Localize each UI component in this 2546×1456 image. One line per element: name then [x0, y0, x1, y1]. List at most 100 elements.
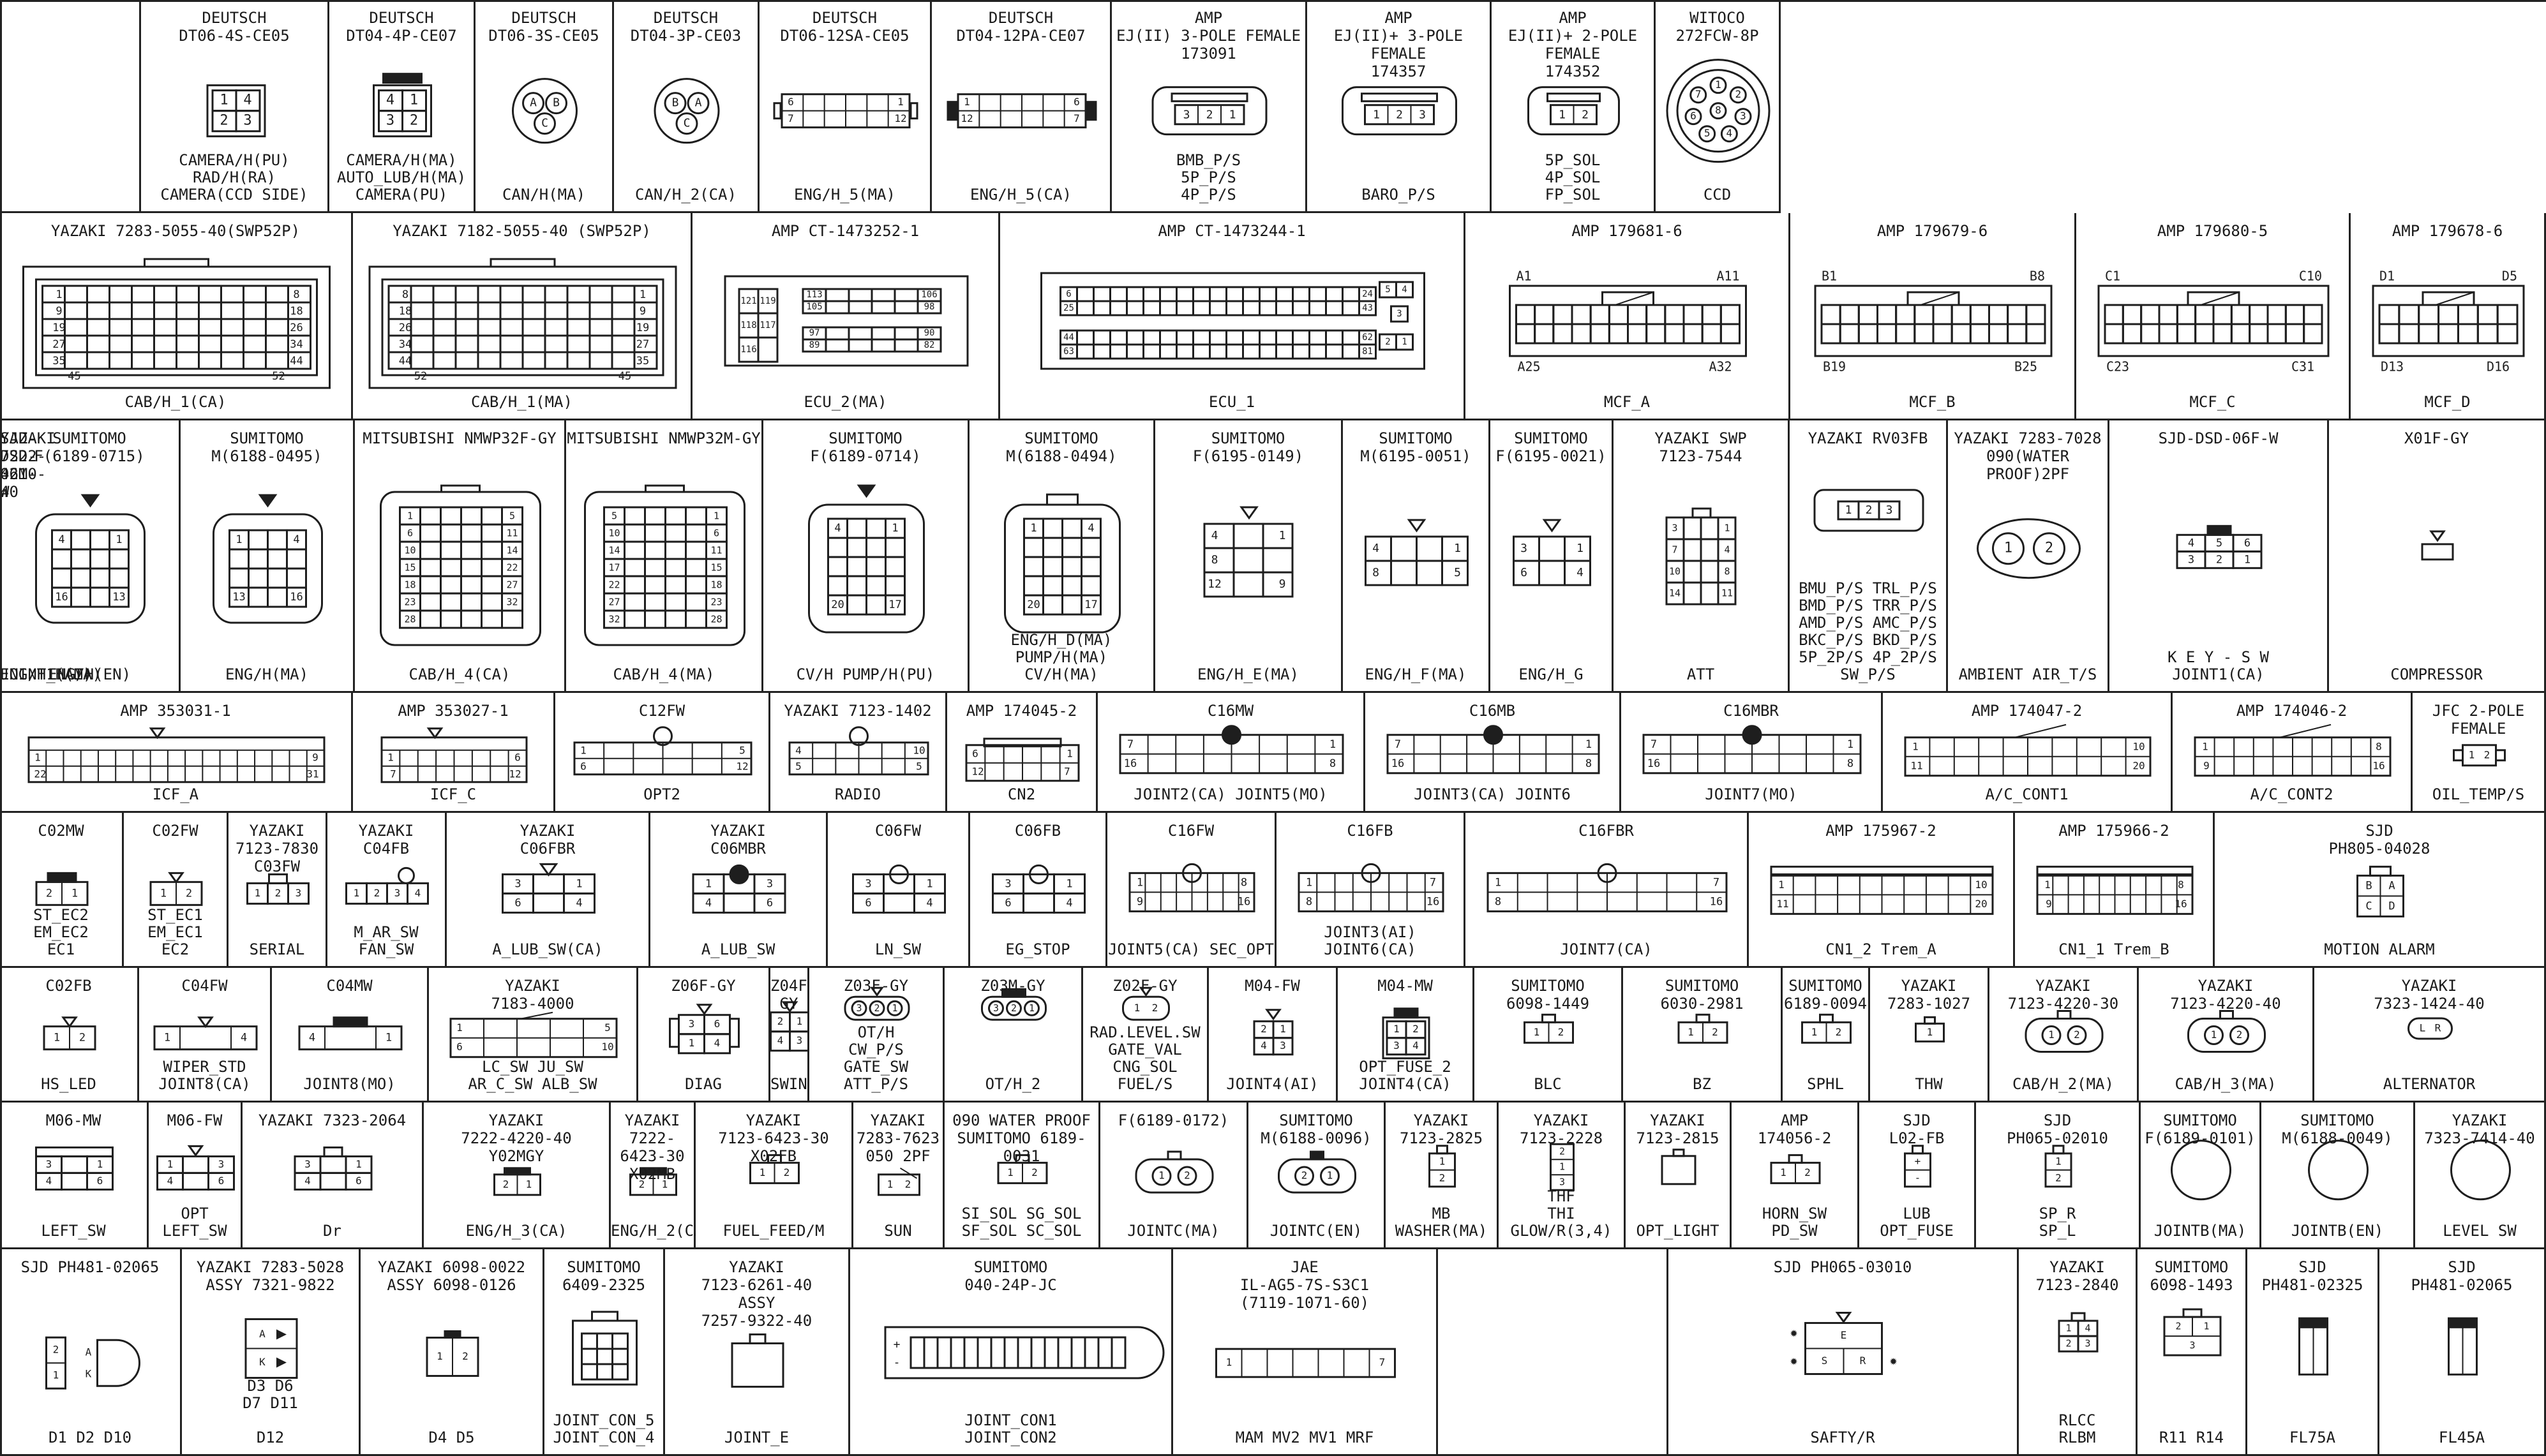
pin-label: 34	[399, 338, 412, 351]
pin-label: R	[2435, 1021, 2441, 1034]
connector-part-number: AMP 174046-2	[2236, 702, 2348, 720]
pin-label: 1	[1780, 1166, 1786, 1178]
pin-label: 2	[1804, 1166, 1811, 1178]
connector-part-number: C04MW	[326, 977, 373, 995]
connector-usage-label: JOINT5(CA) SEC_OPT	[1107, 940, 1275, 958]
pin-label: 4	[46, 1175, 52, 1187]
pin-label: 11	[506, 528, 518, 539]
pin-label: 7	[1127, 738, 1134, 751]
pin-label: 1	[1847, 738, 1853, 751]
connector-part-number: YAZAKI 7283-5028 ASSY 7321-9822	[196, 1258, 345, 1294]
pin-label: B8	[2030, 269, 2045, 284]
pin-label: 82	[924, 340, 935, 350]
connector-part-number: AMP 174045-2	[966, 702, 1077, 720]
pin-label: 1	[387, 751, 394, 763]
pin-label: 28	[710, 614, 722, 625]
pin-label: 14	[506, 545, 518, 556]
pin-label: 1	[1454, 542, 1461, 555]
pin-label: 3	[689, 1018, 695, 1030]
pin-label: 22	[506, 562, 518, 574]
pin-label: 2	[1301, 1170, 1308, 1182]
pin-label: 9	[56, 305, 62, 318]
pin-label: 12	[1208, 577, 1222, 591]
connector-part-number: AMP 174047-2	[1971, 702, 2083, 720]
pin-label: 1	[1030, 522, 1037, 535]
connector-drawing	[572, 1311, 638, 1386]
connector-part-number: C02FW	[152, 822, 198, 840]
connector-part-number: SUMITOMO 040-24P-JC	[964, 1258, 1057, 1294]
connector-usage-label: ECU_2(MA)	[804, 393, 887, 411]
pin-label: 45	[68, 370, 80, 383]
connector-part-number: C16FBR	[1578, 822, 1634, 840]
pin-label: 3	[2085, 1338, 2090, 1349]
connector-drawing: +-	[1904, 1145, 1931, 1188]
connector-usage-label: ICF_A	[152, 785, 199, 803]
pin-label: 1	[410, 93, 418, 108]
pin-label: C23	[2106, 359, 2129, 375]
connector-part-number: SJD L02-FB	[1889, 1111, 1945, 1147]
connector-usage-label: BARO_P/S	[1361, 186, 1435, 204]
pin-label: 1	[1576, 542, 1584, 555]
pin-label: E	[1841, 1329, 1847, 1341]
pin-label: A	[530, 96, 537, 110]
pin-label: 4	[2188, 537, 2194, 549]
connector-usage-label: JOINT2(CA) JOINT5(MO)	[1134, 785, 1328, 803]
connector-part-number: AMP 179679-6	[1876, 222, 1988, 240]
connector-usage-label: HORN_SW PD_SW	[1762, 1205, 1827, 1240]
pin-label: 27	[506, 579, 518, 591]
pin-label: 1	[662, 1178, 668, 1190]
connector-usage-label: JOINTC(MA)	[1127, 1222, 1220, 1240]
connector-usage-label: MCF_C	[2189, 393, 2236, 411]
connector-usage-label: JOINT_E	[724, 1429, 790, 1446]
pin-label: 119	[760, 296, 775, 306]
pin-label: 89	[809, 340, 820, 350]
pin-label: 1	[2203, 1321, 2209, 1332]
pin-label: 1	[1393, 1023, 1400, 1035]
pin-label: 9	[2046, 898, 2052, 910]
connector-part-number: SUMITOMO 6030-2981	[1660, 977, 1744, 1013]
pin-label: 17	[888, 598, 901, 611]
